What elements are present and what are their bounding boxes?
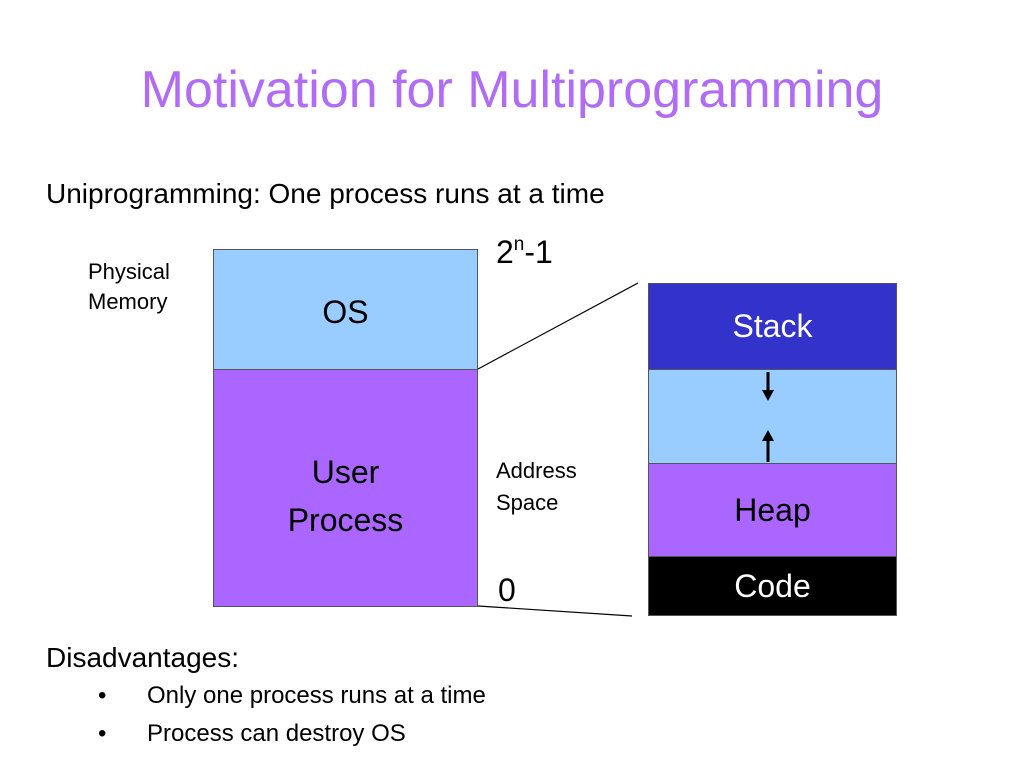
address-space-label-line2: Space xyxy=(496,490,559,515)
bullet-icon: • xyxy=(98,720,107,747)
disadvantages-heading: Disadvantages: xyxy=(46,642,240,673)
heap-grows-up-arrow-icon xyxy=(762,430,774,462)
physical-memory-label-line2: Memory xyxy=(88,289,168,314)
uniprogramming-heading: Uniprogramming: One process runs at a ti… xyxy=(46,178,605,209)
user-process-label-line2: Process xyxy=(287,502,404,538)
stack-grows-down-arrow-icon xyxy=(762,372,774,401)
physical-memory-user-process-block: User Process xyxy=(213,369,478,607)
physical-memory-label-line1: Physical xyxy=(88,259,170,284)
disadvantage-text: Only one process runs at a time xyxy=(147,682,486,709)
os-label: OS xyxy=(322,294,369,330)
connector-line-top xyxy=(477,282,639,370)
address-space-heap-block: Heap xyxy=(648,463,897,557)
heap-label: Heap xyxy=(734,491,811,528)
connector-line-bottom xyxy=(477,605,633,617)
address-space-code-block: Code xyxy=(648,556,897,616)
disadvantages-list: • Only one process runs at a time • Proc… xyxy=(0,680,700,756)
stack-label: Stack xyxy=(732,308,813,344)
list-item: • Process can destroy OS xyxy=(0,718,700,756)
code-label: Code xyxy=(734,567,811,604)
physical-memory-os-block: OS xyxy=(213,249,478,370)
address-bottom-label: 0 xyxy=(498,572,516,608)
list-item: • Only one process runs at a time xyxy=(0,680,700,718)
address-space-free-block xyxy=(648,369,897,464)
bullet-icon: • xyxy=(98,682,107,709)
slide-title: Motivation for Multiprogramming xyxy=(140,61,884,119)
disadvantage-text: Process can destroy OS xyxy=(147,720,406,747)
address-space-label-line1: Address xyxy=(496,458,577,483)
address-space-stack-block: Stack xyxy=(648,283,897,370)
user-process-label-line1: User xyxy=(311,454,380,490)
address-top-label: 2n-1 xyxy=(496,234,553,270)
